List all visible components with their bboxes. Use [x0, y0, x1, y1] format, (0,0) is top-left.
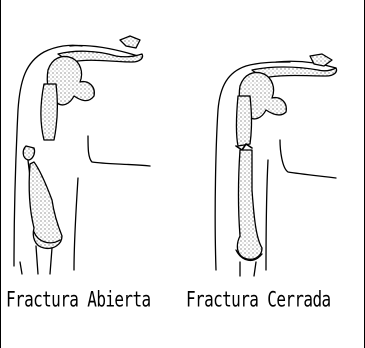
- right-humerus-upper: [237, 96, 252, 146]
- left-forearm-skin: [20, 262, 22, 274]
- left-torso-inner-line: [74, 178, 78, 270]
- left-protruding-bone: [23, 146, 34, 160]
- left-clavicle-tip: [120, 36, 140, 48]
- open-fracture-caption: Fractura Abierta: [6, 286, 151, 312]
- right-torso-line: [280, 140, 336, 178]
- left-forearm-radius: [36, 246, 38, 274]
- right-humerus-lower: [237, 150, 262, 259]
- right-forearm-ulna: [254, 262, 256, 276]
- left-humerus-lower: [29, 162, 62, 248]
- open-fracture-drawing: [14, 36, 150, 274]
- right-clavicle-tip: [310, 54, 332, 66]
- left-humerus-upper: [41, 84, 57, 140]
- closed-fracture-drawing: [215, 54, 336, 276]
- closed-fracture-caption: Fractura Cerrada: [186, 286, 331, 312]
- right-inner-arm: [266, 160, 268, 270]
- left-armpit-line: [88, 136, 150, 166]
- left-forearm-ulna: [50, 248, 52, 274]
